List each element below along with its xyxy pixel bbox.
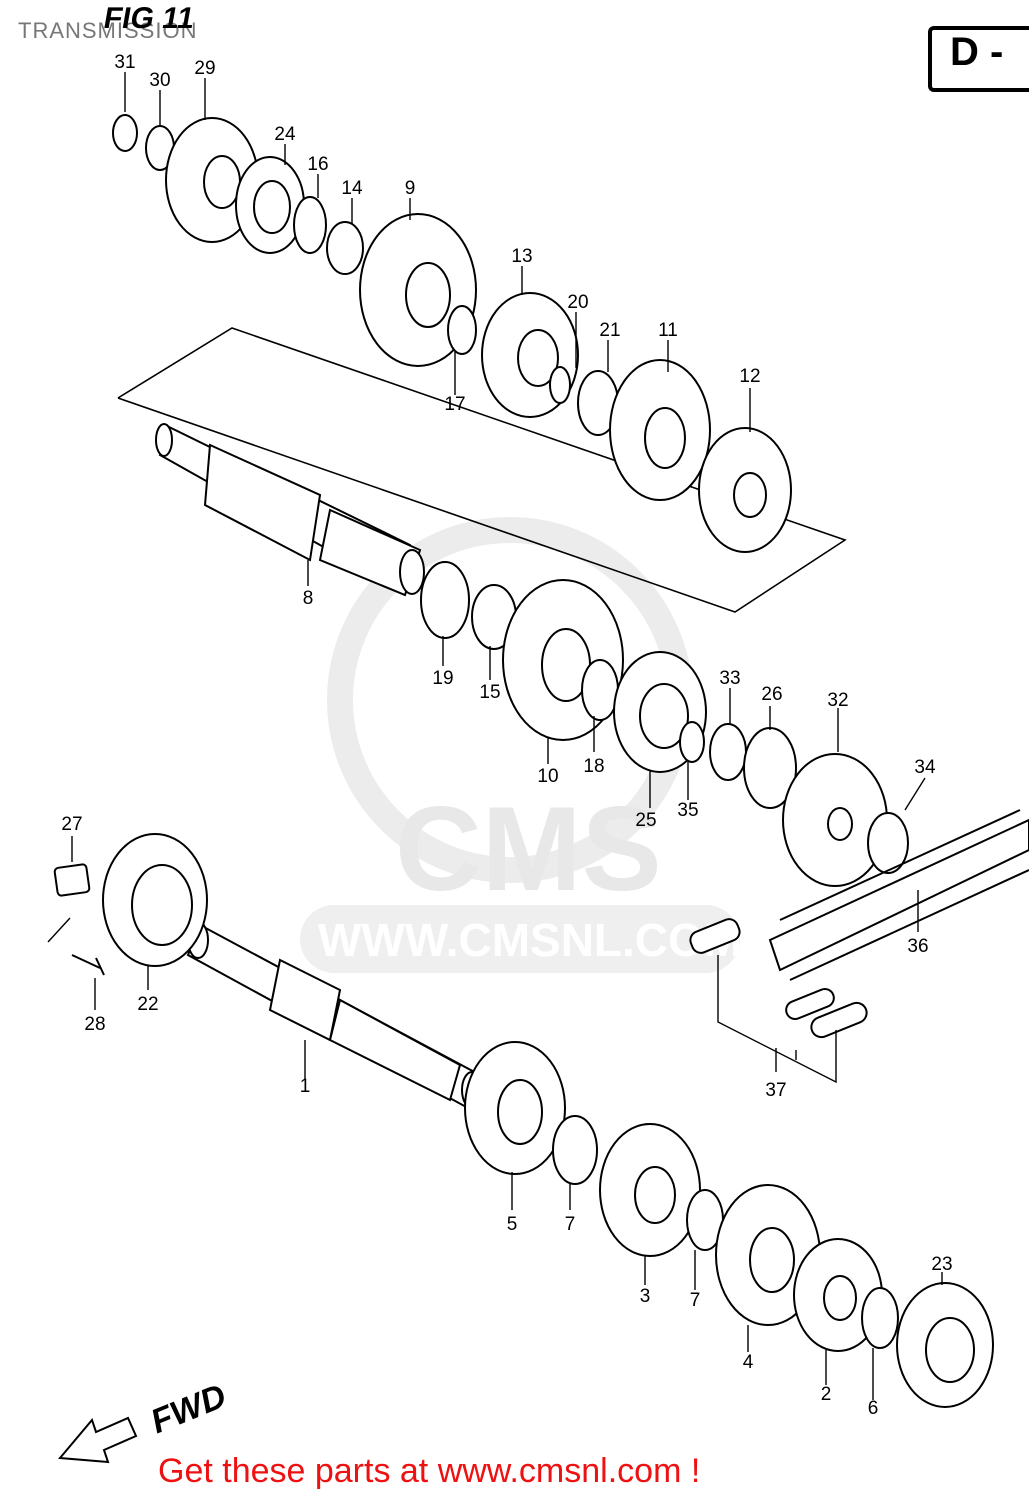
washer-17 [447, 305, 477, 355]
page-title: TRANSMISSION [18, 18, 198, 43]
chain-36 [689, 809, 1029, 1039]
callout-13: 13 [511, 246, 532, 267]
spacer-35 [679, 721, 705, 763]
fwd-arrow [57, 1416, 138, 1464]
bushing-14 [326, 221, 364, 275]
callout-23: 23 [931, 1254, 952, 1275]
clip-7a [552, 1115, 598, 1185]
callout-36: 36 [907, 936, 928, 957]
callout-17: 17 [444, 394, 465, 415]
callout-34: 34 [914, 757, 936, 778]
callout-7: 7 [565, 1214, 576, 1235]
callout-6: 6 [868, 1398, 879, 1419]
callout-5: 5 [507, 1214, 518, 1235]
callout-15: 15 [479, 682, 500, 703]
side-plate-1 [785, 988, 835, 1020]
callout-8: 8 [303, 588, 314, 609]
callout-10: 10 [537, 766, 558, 787]
washer-16 [293, 196, 327, 254]
watermark-url: WWW.CMSNL.COM [318, 914, 742, 966]
joint-link [689, 918, 741, 954]
callout-27: 27 [61, 814, 82, 835]
callout-3: 3 [640, 1286, 651, 1307]
circlip-34 [867, 812, 909, 874]
washer-19 [420, 561, 470, 639]
leader-lines [47, 72, 943, 1400]
section-box [928, 26, 1029, 92]
callout-37: 37 [765, 1080, 786, 1101]
lower-parts [53, 833, 994, 1408]
callout-16: 16 [307, 154, 328, 175]
washer-6 [861, 1287, 899, 1349]
watermark-brand: CMS [395, 782, 662, 916]
callout-22: 22 [137, 994, 158, 1015]
screw-28 [71, 954, 105, 976]
countershaft-8 [155, 423, 425, 597]
callout-12: 12 [739, 366, 760, 387]
callout-26: 26 [761, 684, 782, 705]
callout-30: 30 [149, 70, 170, 91]
callout-35: 35 [677, 800, 698, 821]
footer-link-text[interactable]: Get these parts at www.cmsnl.com ! [158, 1452, 701, 1490]
upper-parts [112, 114, 792, 553]
callout-31: 31 [114, 52, 135, 73]
callout-14: 14 [341, 178, 363, 199]
callout-28: 28 [84, 1014, 105, 1035]
group-outline [117, 327, 847, 613]
callout-24: 24 [274, 124, 296, 145]
middle-parts [420, 561, 909, 887]
callout-20: 20 [567, 292, 588, 313]
callout-21: 21 [599, 320, 620, 341]
callout-25: 25 [635, 810, 656, 831]
callout-9: 9 [405, 178, 416, 199]
callout-29: 29 [194, 58, 215, 79]
callout-1: 1 [300, 1076, 311, 1097]
clip-20 [549, 366, 571, 404]
side-plate-2 [810, 1001, 868, 1039]
callout-33: 33 [719, 668, 740, 689]
callout-7: 7 [690, 1290, 701, 1311]
oring-33 [709, 723, 747, 781]
retainer-27 [53, 863, 91, 897]
watermark: CMS WWW.CMSNL.COM [300, 517, 742, 973]
callout-32: 32 [827, 690, 848, 711]
callout-19: 19 [432, 668, 453, 689]
circlip-31 [112, 114, 138, 152]
callout-11: 11 [658, 320, 678, 341]
washer-18 [581, 659, 619, 721]
callout-4: 4 [743, 1352, 754, 1373]
section-letter: D - [950, 30, 1004, 74]
callout-18: 18 [583, 756, 604, 777]
callout-2: 2 [821, 1384, 832, 1405]
